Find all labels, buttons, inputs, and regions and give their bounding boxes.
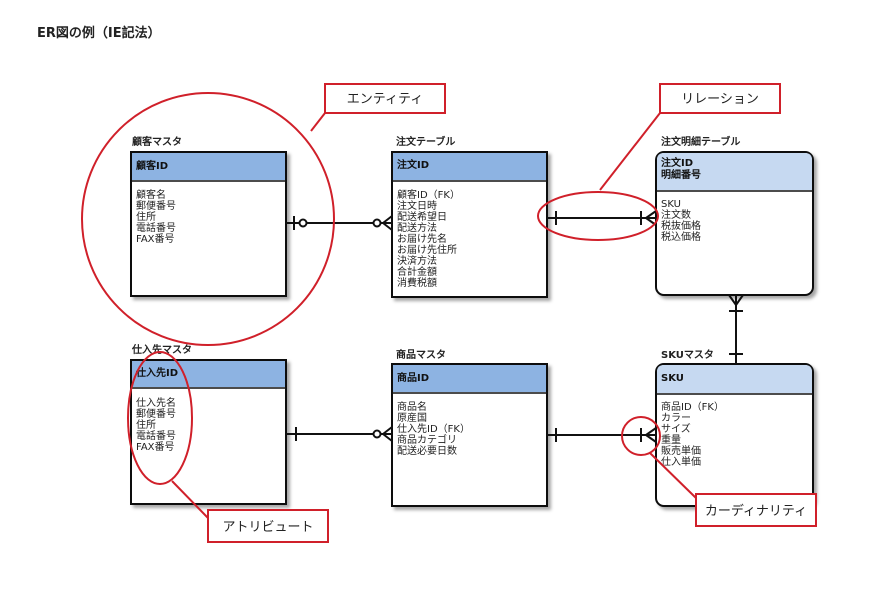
- entity-label: 注文テーブル: [396, 135, 455, 148]
- entity-attr: お届け先名: [397, 232, 447, 245]
- callout-label: リレーション: [681, 92, 759, 107]
- callout-cardinality: カーディナリティ: [621, 416, 817, 527]
- entity-attr: 注文数: [661, 208, 691, 221]
- entity-attr: サイズ: [661, 422, 691, 435]
- callout-attribute: アトリビュート: [127, 351, 329, 543]
- entity-attr: 郵便番号: [136, 199, 176, 212]
- entity-attr: 配送方法: [397, 221, 437, 234]
- entity-order-detail: 注文明細テーブル 注文ID 明細番号 SKU 注文数 税抜価格 税込価格: [655, 135, 814, 296]
- entity-attr: FAX番号: [136, 233, 175, 245]
- relation-order-detail: [547, 210, 657, 226]
- callout-entity: エンティティ: [81, 83, 446, 346]
- entity-supplier: 仕入先マスタ 仕入先ID 仕入先名 郵便番号 住所 電話番号 FAX番号: [130, 343, 287, 505]
- callout-label: エンティティ: [347, 92, 423, 107]
- entity-label: 仕入先マスタ: [131, 343, 192, 356]
- relation-supplier-product: [286, 426, 393, 442]
- entity-attr: 商品ID（FK）: [661, 400, 724, 413]
- entity-key: 明細番号: [661, 168, 701, 181]
- entity-attr: 電話番号: [136, 221, 176, 234]
- entity-attr: 商品名: [397, 400, 427, 413]
- entity-attr: 郵便番号: [136, 407, 176, 420]
- page-title: ER図の例（IE記法）: [37, 26, 161, 41]
- entity-order: 注文テーブル 注文ID 顧客ID（FK） 注文日時 配送希望日 配送方法 お届け…: [391, 135, 548, 298]
- entity-attr: 税込価格: [661, 230, 701, 243]
- callout-label: アトリビュート: [222, 520, 313, 535]
- entity-sku: SKUマスタ SKU 商品ID（FK） カラー サイズ 重量 販売単価 仕入単価: [655, 349, 814, 507]
- entity-attr: 電話番号: [136, 429, 176, 442]
- entity-attr: カラー: [661, 412, 691, 424]
- entity-product: 商品マスタ 商品ID 商品名 原産国 仕入先ID（FK） 商品カテゴリ 配送必要…: [391, 348, 548, 507]
- entity-attr: 注文日時: [397, 199, 437, 212]
- entity-label: 顧客マスタ: [132, 135, 182, 148]
- relation-product-sku: [547, 427, 657, 443]
- entity-attr: 仕入先ID（FK）: [397, 422, 470, 435]
- entity-key: 商品ID: [397, 371, 429, 384]
- entity-attr: 仕入単価: [661, 455, 701, 468]
- relation-customer-order: [286, 215, 393, 231]
- entity-attr: お届け先住所: [397, 243, 457, 256]
- entity-label: 注文明細テーブル: [661, 135, 740, 148]
- entity-customer: 顧客マスタ 顧客ID 顧客名 郵便番号 住所 電話番号 FAX番号: [130, 135, 287, 297]
- relation-detail-sku: [728, 294, 744, 364]
- entity-attr: 税抜価格: [661, 219, 701, 232]
- entity-attr: SKU: [661, 199, 681, 210]
- callout-relation: リレーション: [537, 83, 781, 241]
- entity-key: 仕入先ID: [135, 366, 178, 379]
- entity-label: 商品マスタ: [396, 348, 446, 361]
- entity-attr: 顧客名: [136, 188, 166, 201]
- entity-attr: 配送希望日: [397, 210, 447, 223]
- entity-attr: 合計金額: [397, 265, 437, 278]
- entity-attr: 住所: [136, 418, 156, 431]
- entity-attr: 配送必要日数: [397, 444, 457, 457]
- entity-key: 顧客ID: [136, 159, 168, 172]
- entity-key: 注文ID: [397, 158, 429, 171]
- entity-key: SKU: [661, 373, 684, 384]
- entity-attr: 販売単価: [661, 444, 701, 457]
- entity-attr: 決済方法: [397, 254, 437, 267]
- callout-label: カーディナリティ: [705, 503, 807, 519]
- entity-attr: 消費税額: [397, 276, 437, 289]
- entity-attr: 商品カテゴリ: [397, 433, 457, 446]
- entity-attr: 重量: [661, 433, 681, 446]
- entity-attr: 原産国: [397, 411, 427, 424]
- entity-attr: 顧客ID（FK）: [397, 188, 460, 201]
- entity-attr: FAX番号: [136, 441, 175, 453]
- entity-attr: 住所: [136, 210, 156, 223]
- entity-label: SKUマスタ: [661, 349, 714, 361]
- entity-key: 注文ID: [661, 156, 693, 169]
- entity-attr: 仕入先名: [136, 396, 176, 409]
